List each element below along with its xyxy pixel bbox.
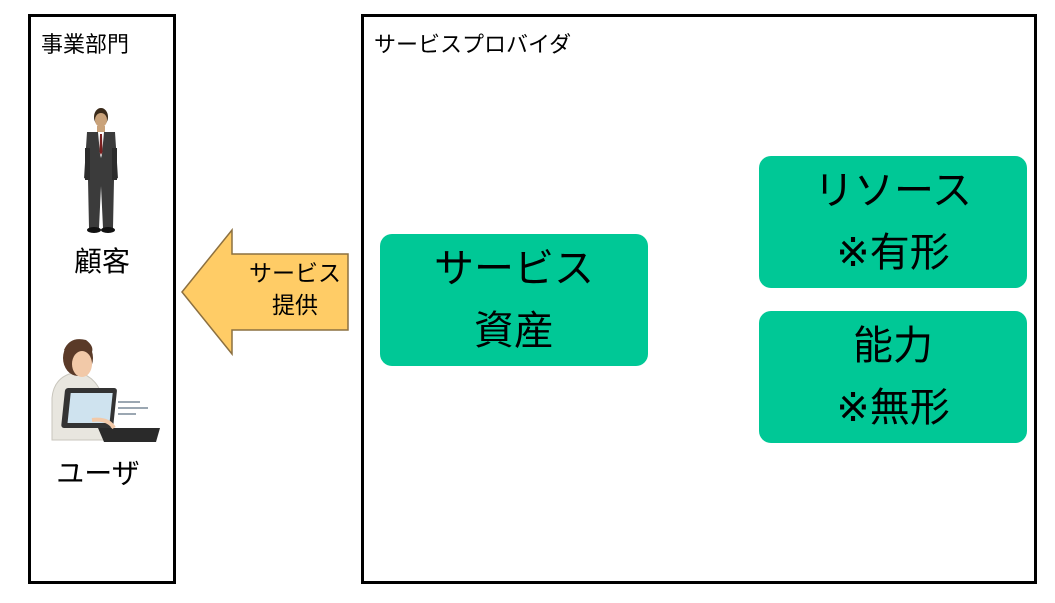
service-provider-title: サービスプロバイダ (374, 33, 572, 58)
arrow-line-1: サービス (249, 261, 341, 287)
capability-line-1: 能力 (853, 323, 933, 369)
business-unit-title: 事業部門 (41, 33, 130, 58)
user-label: ユーザ (56, 457, 140, 490)
resource-line-1: リソース (814, 168, 972, 214)
left-arrow-shape (181, 227, 349, 357)
customer-label: 顧客 (73, 245, 130, 278)
arrow-line-2: 提供 (272, 293, 318, 319)
resource-line-2: ※有形 (836, 230, 950, 276)
service-asset-line-2: 資産 (474, 308, 554, 354)
service-asset-box: サービス 資産 (380, 234, 648, 366)
capability-box: 能力 ※無形 (759, 311, 1027, 443)
capability-line-2: ※無形 (836, 385, 950, 431)
service-provision-arrow: サービス 提供 (180, 227, 350, 357)
service-asset-line-1: サービス (434, 246, 594, 292)
service-provision-label: サービス 提供 (240, 258, 350, 322)
resource-box: リソース ※有形 (759, 156, 1027, 288)
